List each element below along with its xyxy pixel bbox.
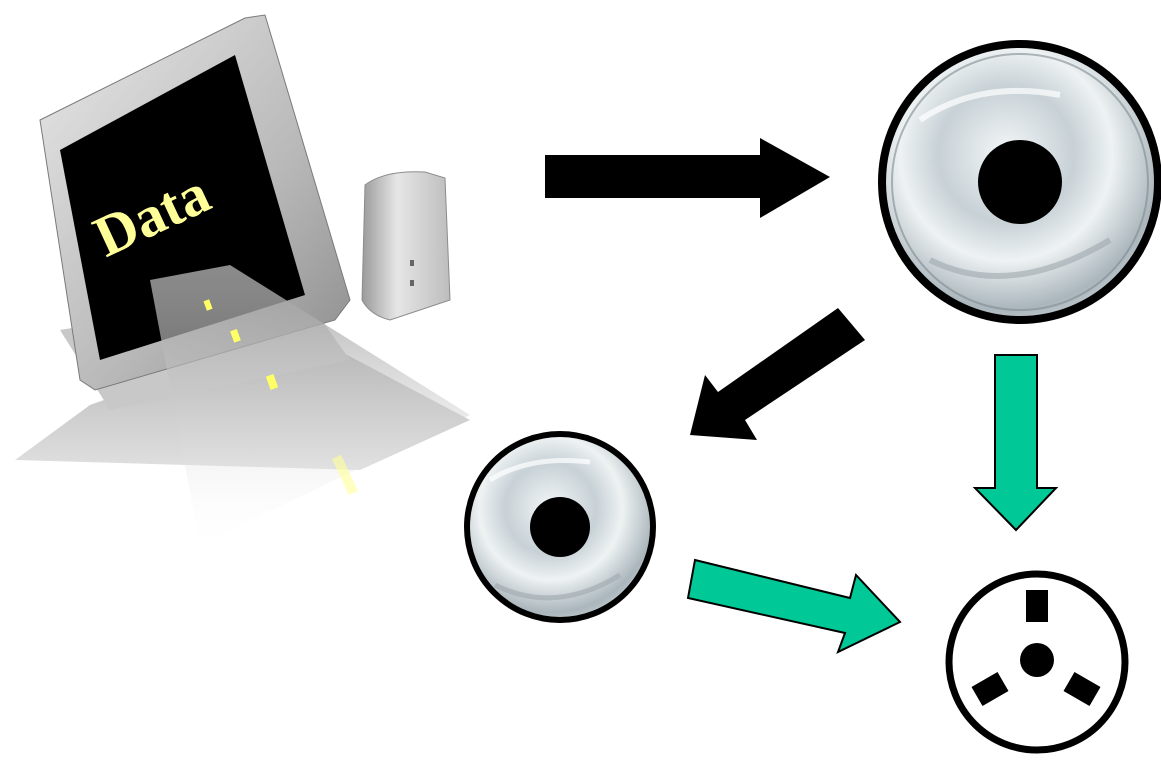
speaker-icon: [362, 172, 450, 320]
arrow-to-tape-reel-vertical: [975, 355, 1056, 530]
small-disc: [467, 434, 653, 620]
arrow-to-tape-reel-diagonal: [688, 560, 900, 652]
large-disc: [882, 44, 1158, 320]
computer-monitor-icon: Data: [15, 15, 470, 545]
tape-reel-icon: [949, 574, 1125, 750]
arrow-to-small-disc: [690, 308, 865, 440]
arrow-to-large-disc: [545, 138, 830, 218]
